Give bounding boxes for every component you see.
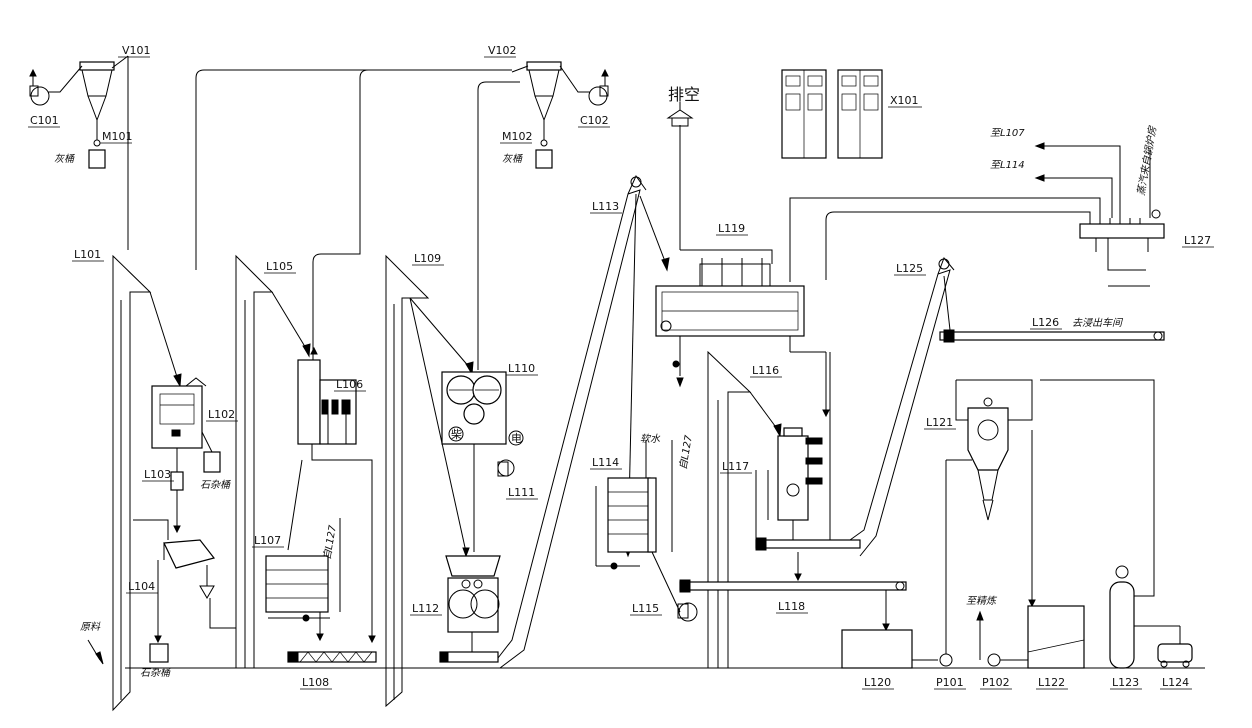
tag-l127: L127 bbox=[1184, 234, 1211, 247]
cyclone-v102 bbox=[511, 61, 562, 169]
tag-labels: V101 C101 M101 V102 M102 C102 X101 L101 … bbox=[28, 44, 1214, 690]
tag-c101: C101 bbox=[30, 114, 59, 127]
destoner-l104 bbox=[133, 519, 216, 663]
line-to-l119 bbox=[639, 195, 667, 265]
elevator-l105 bbox=[209, 254, 274, 669]
from-l127-b-label: 自L127 bbox=[677, 434, 695, 471]
tag-l114: L114 bbox=[592, 456, 619, 469]
mill-l110: 柴 电 bbox=[409, 297, 524, 558]
tag-l108: L108 bbox=[302, 676, 329, 689]
tag-l116: L116 bbox=[752, 364, 779, 377]
tag-l112: L112 bbox=[412, 602, 439, 615]
elevator-l109 bbox=[385, 254, 430, 708]
dryer-l119 bbox=[655, 102, 830, 418]
conditioner-l114 bbox=[595, 440, 681, 613]
tag-l103: L103 bbox=[144, 468, 171, 481]
cyclone-v101 bbox=[79, 55, 129, 169]
dust-duct-l110 bbox=[477, 81, 520, 370]
fuel-label: 柴 bbox=[451, 427, 462, 441]
tag-p101: P101 bbox=[936, 676, 964, 689]
fan-l111 bbox=[497, 459, 515, 477]
tag-l115: L115 bbox=[632, 602, 659, 615]
vent-label: 排空 bbox=[668, 85, 700, 104]
tag-l102: L102 bbox=[208, 408, 235, 421]
dust-duct-l106 bbox=[312, 69, 369, 360]
cooler-l117 bbox=[755, 352, 831, 540]
to-workshop-label: 去浸出车间 bbox=[1072, 317, 1124, 329]
tag-l117: L117 bbox=[722, 460, 749, 473]
fan-c102 bbox=[559, 65, 609, 106]
annotations: 排空 至L107 至L114 蒸汽来自锅炉房 灰桶 灰桶 石杂桶 石杂桶 原料 … bbox=[54, 85, 1159, 679]
fan-l115 bbox=[677, 602, 698, 622]
tag-m102: M102 bbox=[502, 130, 533, 143]
tag-l101: L101 bbox=[74, 248, 101, 261]
steam-line-l114 bbox=[1040, 177, 1113, 218]
ash-bin-1-label: 灰桶 bbox=[54, 153, 75, 165]
tag-l119: L119 bbox=[718, 222, 745, 235]
steam-line-l107 bbox=[1040, 145, 1121, 218]
to-refinery-label: 至精炼 bbox=[966, 595, 998, 607]
tank-l120 bbox=[841, 629, 913, 669]
impurity-bin-2-label: 石杂桶 bbox=[140, 667, 171, 679]
tag-l105: L105 bbox=[266, 260, 293, 273]
motor-label: 电 bbox=[511, 432, 522, 445]
fan-c101 bbox=[29, 65, 83, 106]
tag-l113: L113 bbox=[592, 200, 619, 213]
conditioner-l107 bbox=[265, 459, 341, 642]
to-l107-label: 至L107 bbox=[990, 128, 1025, 139]
ash-bin-2-label: 灰桶 bbox=[502, 153, 523, 165]
tag-l107: L107 bbox=[254, 534, 281, 547]
elevator-l113 bbox=[497, 174, 647, 669]
elevator-l116 bbox=[707, 350, 782, 669]
raw-material-label: 原料 bbox=[80, 621, 101, 633]
tag-x101: X101 bbox=[890, 94, 919, 107]
receiver-l123 bbox=[1040, 379, 1155, 669]
tag-l126: L126 bbox=[1032, 316, 1059, 329]
impurity-bin-1-label: 石杂桶 bbox=[200, 479, 231, 491]
tag-l124: L124 bbox=[1162, 676, 1189, 689]
tag-l110: L110 bbox=[508, 362, 535, 375]
tag-l106: L106 bbox=[336, 378, 363, 391]
tag-l123: L123 bbox=[1112, 676, 1139, 689]
steam-in-label: 蒸汽来自锅炉房 bbox=[1135, 125, 1159, 197]
header-l127 bbox=[1079, 150, 1165, 287]
tag-l104: L104 bbox=[128, 580, 155, 593]
tag-p102: P102 bbox=[982, 676, 1010, 689]
tag-l109: L109 bbox=[414, 252, 441, 265]
filter-l121 bbox=[955, 379, 1036, 608]
tag-v101: V101 bbox=[122, 44, 151, 57]
tag-l111: L111 bbox=[508, 486, 535, 499]
tag-v102: V102 bbox=[488, 44, 517, 57]
conveyor-l118 bbox=[679, 552, 907, 632]
tag-l118: L118 bbox=[778, 600, 805, 613]
cabinets-x101 bbox=[781, 69, 883, 159]
tank-l122 bbox=[1027, 605, 1085, 669]
conveyor-l126 bbox=[939, 329, 1165, 343]
tag-l120: L120 bbox=[864, 676, 891, 689]
tag-c102: C102 bbox=[580, 114, 609, 127]
steam-line-l119 bbox=[789, 197, 1101, 282]
conveyor-cooler-out bbox=[755, 537, 861, 551]
tag-l121: L121 bbox=[926, 416, 953, 429]
screw-l108 bbox=[287, 651, 377, 663]
magnet-l103 bbox=[170, 448, 184, 534]
elevator-l125 bbox=[849, 257, 955, 557]
to-l114-label: 至L114 bbox=[990, 160, 1025, 171]
from-l127-a-label: 自L127 bbox=[321, 524, 339, 561]
dust-duct bbox=[195, 69, 512, 270]
tag-m101: M101 bbox=[102, 130, 133, 143]
tag-l122: L122 bbox=[1038, 676, 1065, 689]
sieve-l102 bbox=[149, 291, 221, 473]
elevator-l101 bbox=[112, 254, 152, 712]
steam-line-l116 bbox=[825, 211, 1091, 280]
tag-l125: L125 bbox=[896, 262, 923, 275]
water-in-label: 软水 bbox=[640, 433, 661, 445]
compressor-l124 bbox=[1134, 625, 1193, 668]
pump-p101 bbox=[939, 459, 972, 667]
pump-p102 bbox=[976, 610, 1028, 667]
roller-l112 bbox=[439, 555, 501, 663]
